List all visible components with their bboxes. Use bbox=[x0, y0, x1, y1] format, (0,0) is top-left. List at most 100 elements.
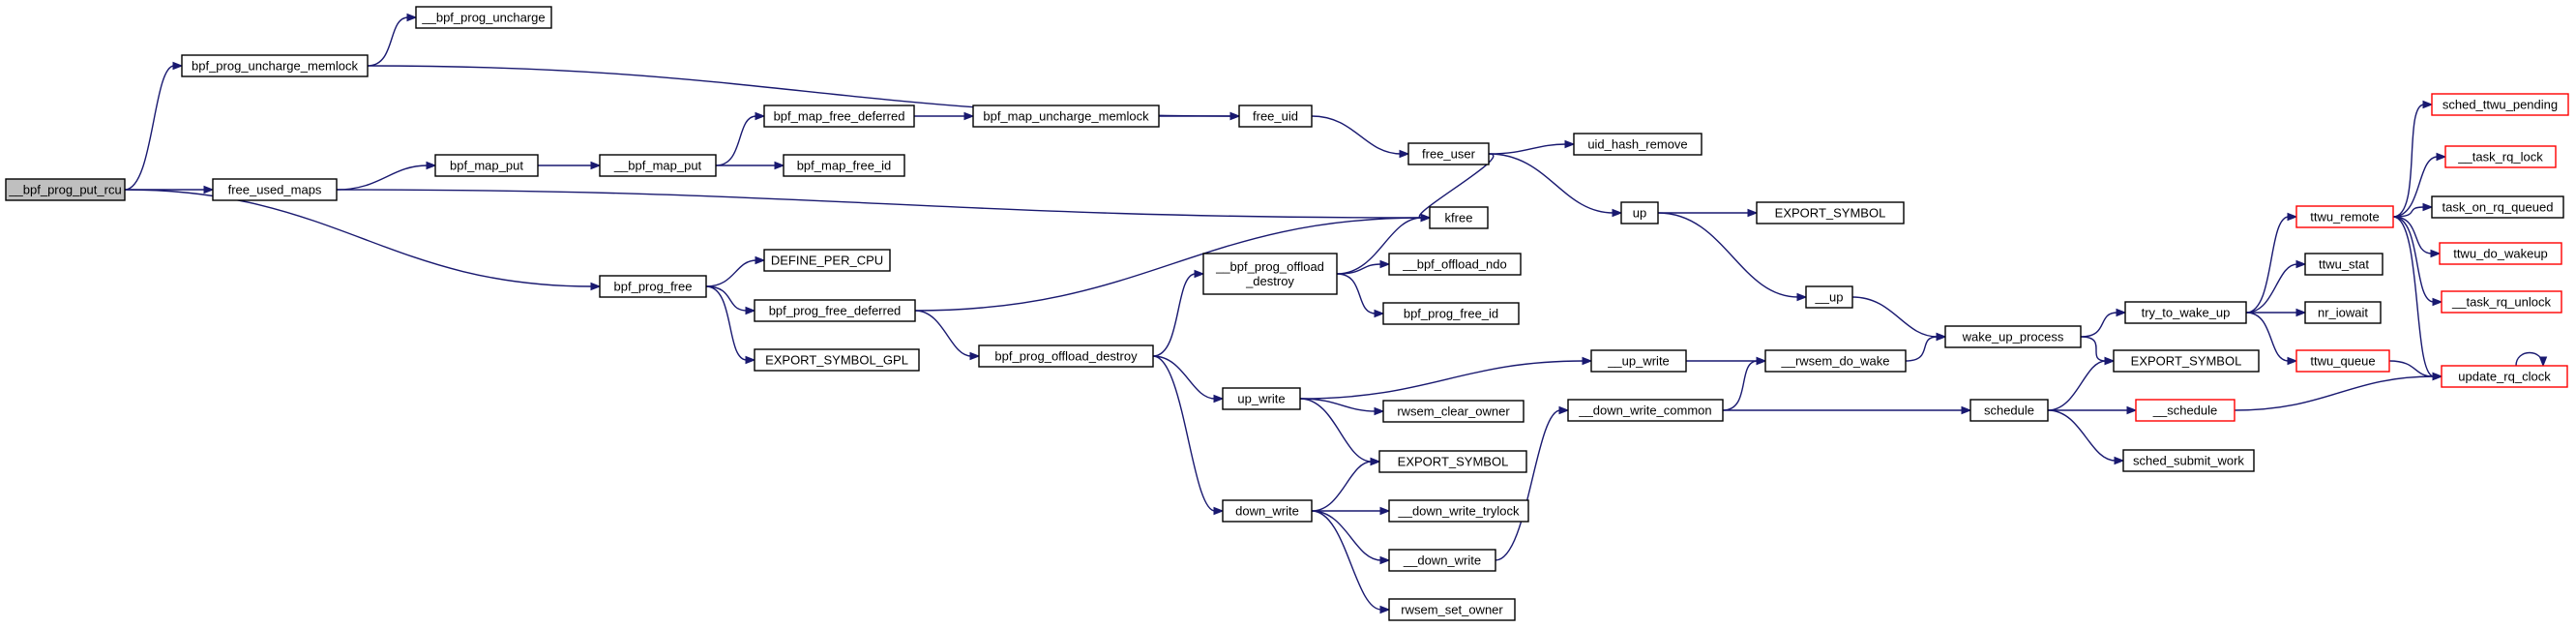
node-schedule[interactable]: schedule bbox=[1969, 399, 2049, 422]
node-label: ttwu_remote bbox=[2310, 210, 2380, 224]
edge-up-to-up bbox=[1657, 212, 1799, 298]
edge-arrowhead bbox=[2422, 202, 2434, 212]
node-label: __schedule bbox=[2152, 404, 2218, 418]
node-ttwu-remote[interactable]: ttwu_remote bbox=[2295, 205, 2394, 228]
edge-arrowhead bbox=[2295, 259, 2307, 269]
edge-bpf-prog-free-deferred-to-kfree bbox=[914, 217, 1423, 312]
edge-arrowhead bbox=[1194, 269, 1205, 279]
node-try-to-wake-up[interactable]: try_to_wake_up bbox=[2124, 301, 2247, 324]
node-label: free_used_maps bbox=[228, 183, 322, 197]
node-bpf-prog-put-rcu[interactable]: __bpf_prog_put_rcu bbox=[5, 178, 126, 201]
node-box bbox=[1620, 201, 1659, 224]
node-export-symbol-b[interactable]: EXPORT_SYMBOL bbox=[1756, 201, 1905, 224]
node-nr-iowait[interactable]: nr_iowait bbox=[2304, 301, 2382, 324]
node-label: bpf_map_free_id bbox=[797, 159, 892, 173]
node-ttwu-stat[interactable]: ttwu_stat bbox=[2304, 253, 2384, 276]
node-wake-up-process[interactable]: wake_up_process bbox=[1944, 325, 2082, 348]
node-ttwu-queue[interactable]: ttwu_queue bbox=[2295, 349, 2390, 373]
node-task-rq-lock[interactable]: __task_rq_lock bbox=[2444, 145, 2557, 168]
node-export-symbol-c[interactable]: EXPORT_SYMBOL bbox=[2113, 349, 2260, 373]
node-box bbox=[972, 105, 1160, 128]
edge-ttwu-remote-to-task-rq-lock bbox=[2392, 156, 2439, 218]
node-rwsem-do-wake[interactable]: __rwsem_do_wake bbox=[1764, 349, 1907, 373]
node-uid-hash-remove[interactable]: uid_hash_remove bbox=[1573, 133, 1703, 156]
node-bpf-prog-free-id[interactable]: bpf_prog_free_id bbox=[1382, 302, 1520, 325]
edge-arrowhead bbox=[1936, 332, 1947, 342]
node-box bbox=[1764, 349, 1907, 373]
edge-wake-up-process-to-export-symbol-c bbox=[2080, 336, 2107, 362]
node-label: sched_ttwu_pending bbox=[2443, 98, 2558, 112]
node-up-write[interactable]: up_write bbox=[1222, 387, 1301, 410]
node-update-rq-clock[interactable]: update_rq_clock bbox=[2441, 365, 2568, 388]
node-label: down_write bbox=[1235, 504, 1299, 519]
node-sched-submit-work[interactable]: sched_submit_work bbox=[2122, 449, 2255, 472]
node-box bbox=[1222, 499, 1313, 523]
edge-arrowhead bbox=[2295, 308, 2307, 317]
node-bpf-map-put[interactable]: bpf_map_put bbox=[434, 154, 539, 177]
edge-arrowhead bbox=[406, 13, 418, 22]
node-label: DEFINE_PER_CPU bbox=[771, 254, 883, 268]
node-free-uid[interactable]: free_uid bbox=[1238, 105, 1313, 128]
node-bpf-prog-free-deferred[interactable]: bpf_prog_free_deferred bbox=[754, 299, 916, 322]
node-rwsem-clear-owner[interactable]: rwsem_clear_owner bbox=[1382, 400, 1525, 423]
node-export-symbol-gpl[interactable]: EXPORT_SYMBOL_GPL bbox=[754, 348, 920, 372]
node-label: free_uid bbox=[1253, 109, 1298, 124]
edge-arrowhead bbox=[2287, 356, 2298, 366]
edge-arrowhead bbox=[2287, 212, 2298, 222]
node-bpf-map-free-deferred[interactable]: bpf_map_free_deferred bbox=[763, 105, 915, 128]
node-box bbox=[2441, 290, 2562, 314]
node-down-write-trylock[interactable]: __down_write_trylock bbox=[1388, 499, 1529, 523]
node-box bbox=[2295, 349, 2390, 373]
node-bpf-prog-uncharge-memlock[interactable]: bpf_prog_uncharge_memlock bbox=[181, 54, 369, 77]
node-label: __down_write_trylock bbox=[1397, 504, 1520, 519]
node-kfree[interactable]: kfree bbox=[1429, 206, 1489, 229]
node-label: bpf_prog_free_id bbox=[1404, 307, 1498, 321]
node-bpf-map-uncharge-memlock[interactable]: bpf_map_uncharge_memlock bbox=[972, 105, 1160, 128]
node-bpf-prog-offload-destroy[interactable]: __bpf_prog_offload_destroy bbox=[1202, 253, 1338, 295]
node-export-symbol-a[interactable]: EXPORT_SYMBOL bbox=[1378, 450, 1527, 473]
edge-arrowhead bbox=[2436, 152, 2447, 162]
node-rwsem-set-owner[interactable]: rwsem_set_owner bbox=[1388, 598, 1516, 621]
node-bpf-prog-offload-destroy[interactable]: bpf_prog_offload_destroy bbox=[978, 344, 1154, 368]
edge-arrowhead bbox=[1612, 208, 1623, 218]
node-schedule[interactable]: __schedule bbox=[2135, 399, 2235, 422]
node-sched-ttwu-pending[interactable]: sched_ttwu_pending bbox=[2431, 93, 2569, 116]
node-label: wake_up_process bbox=[1962, 330, 2064, 344]
node-free-used-maps[interactable]: free_used_maps bbox=[212, 178, 338, 201]
edge-free-uid-to-free-user bbox=[1311, 115, 1402, 155]
node-up[interactable]: up bbox=[1620, 201, 1659, 224]
edge-arrowhead bbox=[774, 161, 785, 170]
node-free-user[interactable]: free_user bbox=[1407, 142, 1490, 165]
node-bpf-offload-ndo[interactable]: __bpf_offload_ndo bbox=[1388, 253, 1522, 276]
edge-arrowhead bbox=[745, 306, 756, 315]
node-bpf-map-free-id[interactable]: bpf_map_free_id bbox=[783, 154, 905, 177]
node-bpf-prog-uncharge[interactable]: __bpf_prog_uncharge bbox=[415, 6, 552, 29]
node-task-on-rq-queued[interactable]: task_on_rq_queued bbox=[2431, 195, 2564, 219]
node-down-write[interactable]: down_write bbox=[1222, 499, 1313, 523]
edge-arrowhead bbox=[1379, 259, 1391, 269]
node-define-per-cpu[interactable]: DEFINE_PER_CPU bbox=[763, 249, 891, 272]
node-down-write-common[interactable]: __down_write_common bbox=[1567, 399, 1724, 422]
edge-bpf-prog-free-to-define-per-cpu bbox=[705, 259, 757, 287]
edge-arrowhead bbox=[203, 185, 215, 194]
node-down-write[interactable]: __down_write bbox=[1388, 549, 1496, 572]
node-task-rq-unlock[interactable]: __task_rq_unlock bbox=[2441, 290, 2562, 314]
node-up-write[interactable]: __up_write bbox=[1590, 349, 1687, 373]
node-label: __bpf_map_put bbox=[613, 159, 702, 173]
edge-arrowhead bbox=[1420, 213, 1432, 223]
node-label: __rwsem_do_wake bbox=[1780, 354, 1889, 369]
edge-down-write-to-rwsem-set-owner bbox=[1311, 510, 1382, 611]
node-label: task_on_rq_queued bbox=[2443, 200, 2554, 215]
edge-arrowhead bbox=[590, 161, 602, 170]
edge-arrowhead bbox=[1564, 139, 1576, 149]
node-ttwu-do-wakeup[interactable]: ttwu_do_wakeup bbox=[2439, 242, 2562, 265]
edge-free-user-to-uid-hash-remove bbox=[1488, 143, 1567, 155]
node-bpf-map-put[interactable]: __bpf_map_put bbox=[599, 154, 717, 177]
node-bpf-prog-free[interactable]: bpf_prog_free bbox=[599, 275, 707, 298]
node-up[interactable]: __up bbox=[1805, 285, 1853, 309]
node-label: EXPORT_SYMBOL_GPL bbox=[765, 353, 908, 368]
edge-arrowhead bbox=[2432, 297, 2443, 307]
edge-ttwu-remote-to-sched-ttwu-pending bbox=[2392, 104, 2425, 218]
edge-arrowhead bbox=[1796, 292, 1808, 302]
